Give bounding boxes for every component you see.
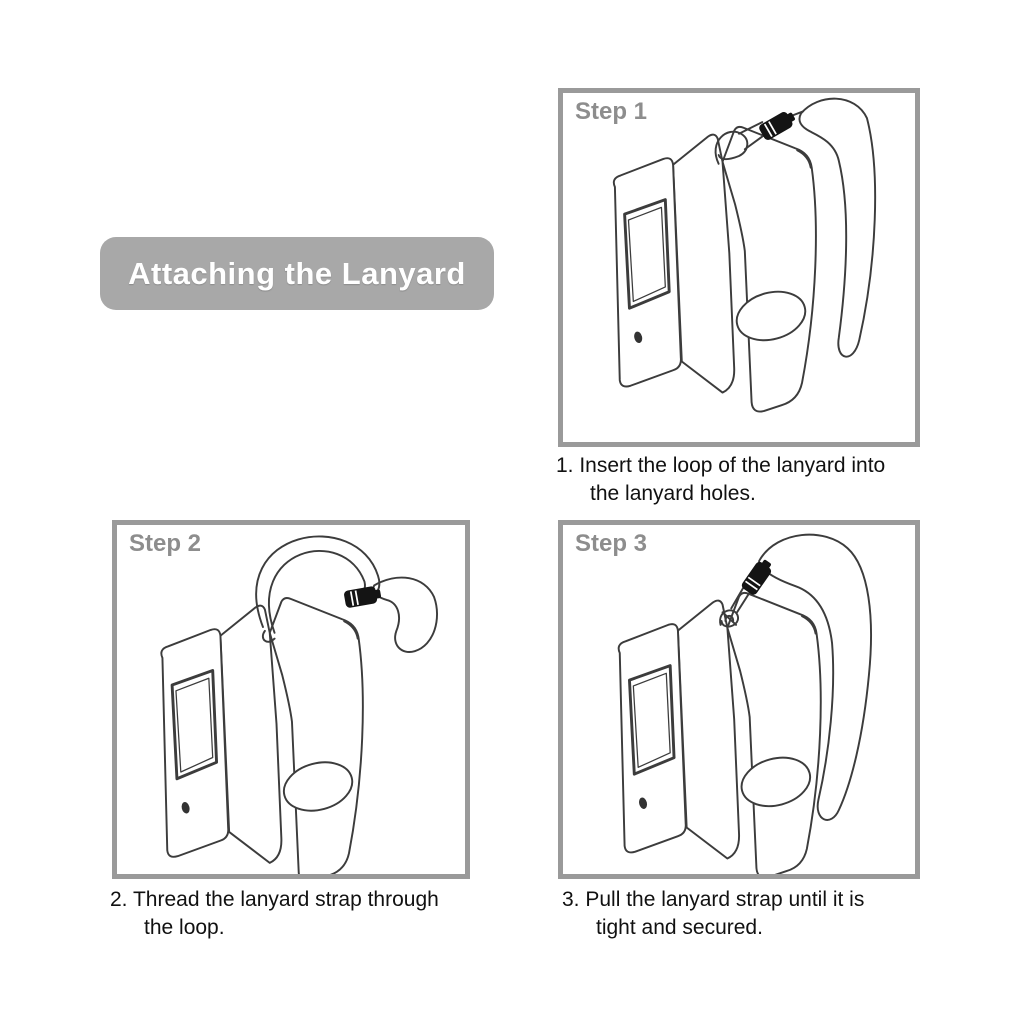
step1-label: Step 1: [575, 98, 648, 125]
step2-caption-line2: the loop.: [144, 916, 225, 940]
oximeter-lanyard-loop-inserted-illustration: [612, 97, 877, 414]
oximeter-lanyard-strap-tightened-illustration: [617, 533, 872, 874]
step3-label: Step 3: [575, 530, 648, 557]
step1-caption-line2: the lanyard holes.: [590, 482, 756, 506]
step2-panel: Step 2: [112, 520, 470, 879]
step1-caption: 1. Insert the loop of the lanyard into t…: [556, 452, 885, 509]
step1-panel: Step 1: [558, 88, 920, 447]
step1-caption-line1: 1. Insert the loop of the lanyard into: [556, 454, 886, 477]
step2-label: Step 2: [129, 530, 202, 557]
oximeter-lanyard-strap-threaded-illustration: [159, 535, 438, 874]
step2-caption-line1: 2. Thread the lanyard strap through: [110, 888, 439, 911]
step3-caption: 3. Pull the lanyard strap until it is ti…: [562, 886, 864, 943]
title-badge: Attaching the Lanyard: [100, 237, 494, 310]
step2-caption: 2. Thread the lanyard strap through the …: [110, 886, 439, 943]
step3-caption-line2: tight and secured.: [596, 916, 763, 940]
step3-panel: Step 3: [558, 520, 920, 879]
step3-caption-line1: 3. Pull the lanyard strap until it is: [562, 888, 865, 911]
page-title: Attaching the Lanyard: [128, 255, 466, 291]
